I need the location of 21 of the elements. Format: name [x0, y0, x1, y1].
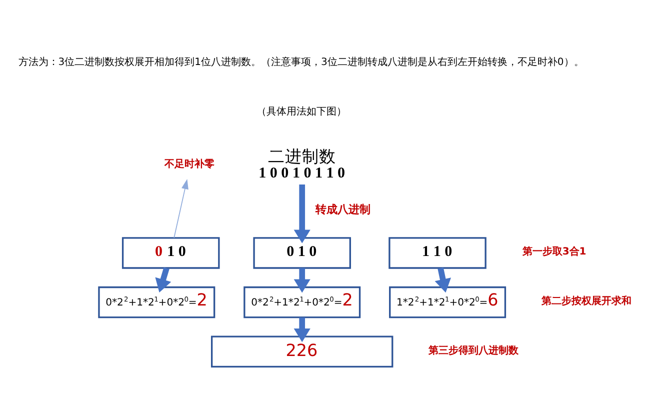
node-text: 二进制数 1 0 0 1 0 1 1 0 [258, 145, 346, 181]
label: 方法为：3位二进制数按权展开相加得到1位八进制数。（注意事项，3位二进制转成八进制是从右到左开始转换，不足时补0）。 [18, 56, 584, 68]
edge-label: 转成八进制 [315, 202, 370, 216]
arrow [434, 267, 452, 292]
node-box: 1 1 0 [388, 236, 486, 268]
arrow [294, 316, 310, 342]
arrow [155, 266, 172, 292]
node-box: 226 [210, 335, 394, 367]
label: 第一步取3合1 [522, 246, 586, 258]
arrow [294, 184, 310, 243]
node-box: 1*2$^{2}$+1*2$^{1}$+0*2$^{0}$=6 [389, 286, 506, 318]
label: （具体用法如下图） [256, 106, 347, 117]
arrow [294, 268, 310, 292]
label: 第二步按权展开求和 [542, 296, 632, 307]
arrow [174, 178, 188, 238]
node-box: 0 1 0 [253, 236, 351, 268]
label: 第三步得到八进制数 [428, 344, 519, 356]
node-box: 0 1 0 [122, 236, 220, 268]
node-text: 不足时补零 [164, 158, 215, 170]
node-box: 0*2$^{2}$+1*2$^{1}$+0*2$^{0}$=2 [244, 286, 361, 318]
node-box: 0*2$^{2}$+1*2$^{1}$+0*2$^{0}$=2 [98, 286, 216, 318]
